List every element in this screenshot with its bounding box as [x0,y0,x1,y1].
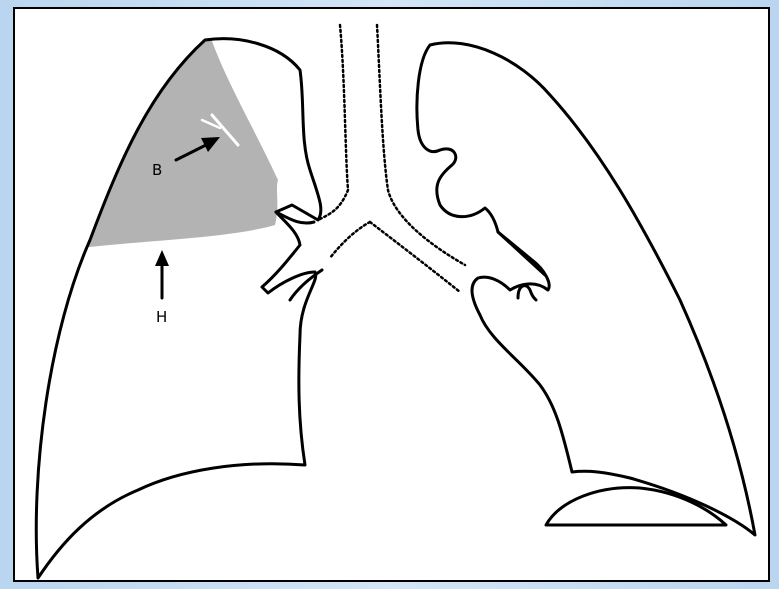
label-h: H [156,308,167,326]
left-upper-bronchus [498,232,545,275]
upper-lobe-opacity [60,30,278,248]
label-b: B [152,161,162,179]
carina-left [330,222,370,258]
gastric-bubble [546,488,726,525]
arrow-h [155,250,169,298]
trachea-left-wall [318,25,348,220]
left-lung-outline [417,43,755,535]
carina-right [370,222,460,292]
left-small-bronchus [518,286,536,300]
